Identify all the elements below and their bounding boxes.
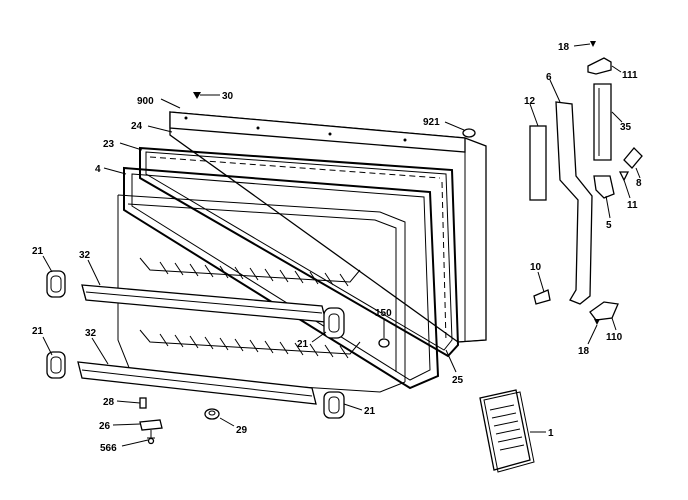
callout-921: 921 <box>423 117 440 128</box>
callout-4: 4 <box>95 164 101 175</box>
screw-30 <box>193 92 201 99</box>
hinge-cap-111 <box>587 57 612 75</box>
callout-12: 12 <box>524 96 536 107</box>
screw-566 <box>147 430 155 445</box>
callout-110: 110 <box>606 332 623 343</box>
screw-18-bottom <box>594 319 600 325</box>
callout-30: 30 <box>222 91 234 102</box>
callout-32-a: 32 <box>79 250 91 261</box>
callout-labels: 18 111 6 12 35 8 11 5 10 110 18 900 30 9… <box>32 42 642 454</box>
callout-111: 111 <box>622 70 638 81</box>
callout-1: 1 <box>548 428 554 439</box>
callout-25: 25 <box>452 375 464 386</box>
pin-11 <box>618 171 630 182</box>
callout-29: 29 <box>236 425 248 436</box>
end-cap-right-upper <box>323 307 345 339</box>
clip-8 <box>623 147 643 169</box>
plug-29 <box>204 408 220 420</box>
callout-8: 8 <box>636 178 642 189</box>
stop-150 <box>378 338 390 348</box>
bushing-26 <box>139 419 163 431</box>
callout-26: 26 <box>99 421 111 432</box>
callout-5: 5 <box>606 220 612 231</box>
callout-566: 566 <box>100 443 117 454</box>
callout-21-c: 21 <box>297 339 309 350</box>
bracket-12 <box>529 125 547 201</box>
callout-18-bottom: 18 <box>578 346 590 357</box>
door-shelf-ribs <box>139 257 361 359</box>
end-cap-left-upper <box>46 270 66 298</box>
end-cap-left-lower <box>46 351 66 379</box>
callout-35: 35 <box>620 122 632 133</box>
callout-10: 10 <box>530 262 542 273</box>
shelf-bar-upper <box>81 284 327 323</box>
hinge-bracket-5 <box>593 175 615 199</box>
callout-32-b: 32 <box>85 328 97 339</box>
hinge-channel-35 <box>593 83 612 161</box>
end-cap-right-lower <box>323 391 345 419</box>
callout-900: 900 <box>137 96 154 107</box>
callout-21-d: 21 <box>364 406 376 417</box>
callout-18-top: 18 <box>558 42 570 53</box>
callout-6: 6 <box>546 72 552 83</box>
shelf-bar-lower <box>77 361 317 405</box>
screw-18-top <box>590 41 596 47</box>
outer-door-panel <box>169 111 487 343</box>
hinge-pin-28 <box>139 397 147 409</box>
hinge-110 <box>589 301 619 321</box>
clip-10 <box>533 289 551 305</box>
instruction-booklet <box>479 389 535 473</box>
callout-23: 23 <box>103 139 115 150</box>
callout-21-a: 21 <box>32 246 44 257</box>
callout-24: 24 <box>131 121 143 132</box>
callout-21-b: 21 <box>32 326 44 337</box>
callout-28: 28 <box>103 397 115 408</box>
callout-150: 150 <box>375 308 392 319</box>
callout-11: 11 <box>627 200 638 211</box>
leader-lines <box>42 43 641 447</box>
hinge-arm-6 <box>555 101 593 305</box>
